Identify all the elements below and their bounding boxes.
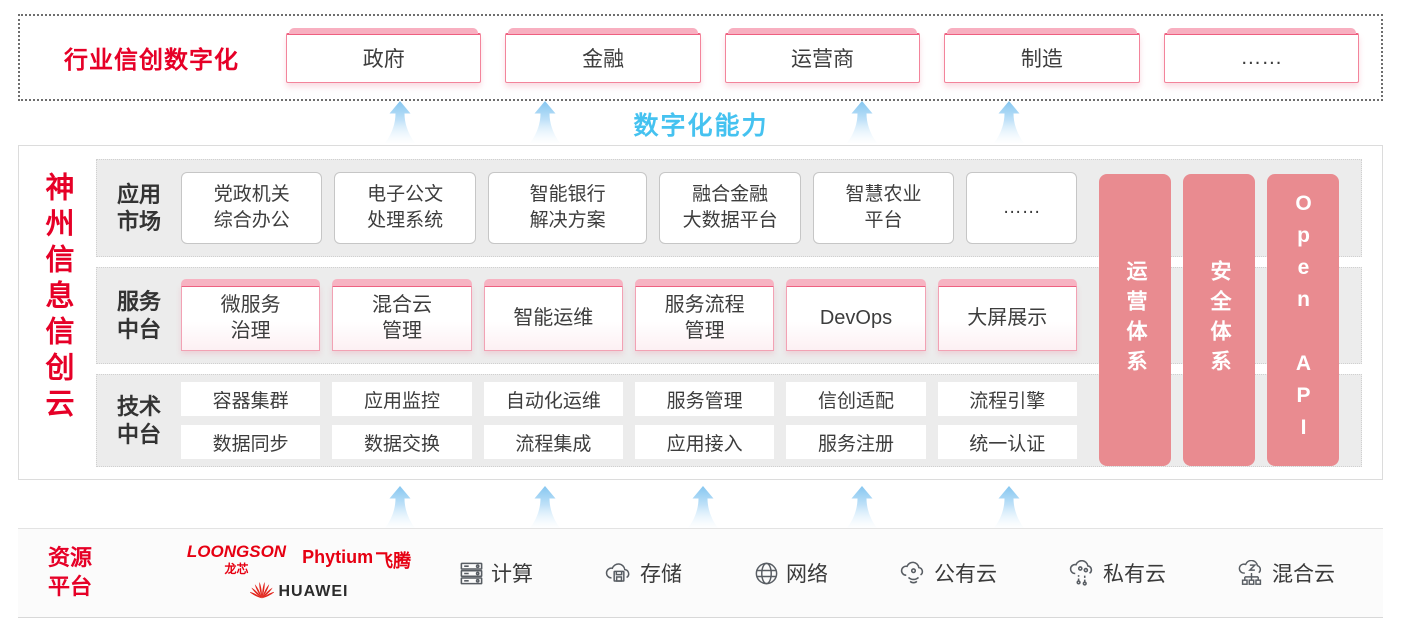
resource-item: 混合云 (1237, 558, 1335, 588)
tech-box: 信创适配 (786, 382, 926, 416)
service-box: 混合云管理 (332, 278, 472, 351)
up-arrow-icon (685, 486, 721, 528)
service-middle-boxes: 微服务治理 混合云管理 智能运维 服务流程管理 DevOps 大屏展示 (181, 278, 1078, 351)
pillar: 安全体系 (1183, 174, 1255, 466)
tech-box: 流程引擎 (937, 382, 1077, 416)
loongson-chinese: 龙芯 (224, 561, 249, 576)
app-market-label: 应用市场 (116, 181, 161, 235)
private-cloud-icon (1068, 559, 1097, 587)
industry-label: 政府 (362, 48, 405, 71)
tech-grid: 容器集群 应用监控 自动化运维 服务管理 信创适配 流程引擎 数据同步 数据交换 (181, 382, 1077, 459)
up-arrow-icon (382, 101, 418, 143)
up-arrow-icon (844, 101, 880, 143)
huawei-wordmark: HUAWEI (278, 583, 349, 600)
app-box: …… (966, 172, 1077, 244)
service-box: 微服务治理 (181, 278, 321, 351)
tech-box: 容器集群 (181, 382, 321, 416)
app-box: 电子公文处理系统 (334, 172, 476, 244)
resource-item: 公有云 (899, 558, 997, 588)
resource-item-label: 私有云 (1103, 563, 1166, 586)
hybrid-cloud-icon (1237, 559, 1266, 587)
resource-item: 存储 (604, 558, 682, 588)
industry-box: …… (1163, 27, 1360, 83)
app-box: 智能银行解决方案 (487, 172, 648, 244)
up-arrow-icon (991, 486, 1027, 528)
tech-grid-top-line: 容器集群 应用监控 自动化运维 服务管理 信创适配 流程引擎 (181, 382, 1077, 416)
tech-box: 流程集成 (483, 425, 623, 459)
tech-box: 服务注册 (786, 425, 926, 459)
pillar-label: 运营体系 (1124, 260, 1147, 380)
pillar: Open API (1267, 174, 1339, 466)
tech-box: 统一认证 (937, 425, 1077, 459)
resource-item-label: 计算 (491, 563, 533, 586)
huawei-flower-icon (248, 580, 275, 605)
up-arrow-icon (844, 486, 880, 528)
tech-box: 应用接入 (634, 425, 775, 459)
service-box: 服务流程管理 (634, 278, 775, 351)
service-box: 大屏展示 (937, 278, 1078, 351)
industry-label: …… (1240, 46, 1283, 69)
up-arrow-icon (527, 101, 563, 143)
app-box: 智慧农业平台 (812, 172, 955, 244)
bottom-arrow-band (0, 486, 1402, 528)
resource-item-label: 网络 (786, 563, 828, 586)
pillar-label: Open API (1292, 192, 1315, 448)
resource-item: 网络 (753, 558, 828, 588)
app-market-boxes: 党政机关综合办公 电子公文处理系统 智能银行解决方案 融合金融大数据平台 智慧农… (181, 172, 1077, 244)
tech-box: 自动化运维 (483, 382, 623, 416)
tech-box: 服务管理 (634, 382, 775, 416)
digital-capability-label: 数字化能力 (633, 112, 769, 140)
resource-item: 计算 (458, 558, 533, 588)
platform-title: 神州信息信创云 (41, 172, 73, 424)
huawei-logo: HUAWEI (248, 580, 349, 605)
resource-item-label: 存储 (640, 563, 682, 586)
service-middle-label: 服务中台 (116, 289, 161, 342)
tech-middle-label: 技术中台 (116, 394, 161, 447)
resource-item-label: 公有云 (934, 563, 997, 586)
phytium-wordmark: Phytium (302, 546, 374, 567)
industry-label: 金融 (582, 48, 625, 71)
resource-item: 私有云 (1068, 558, 1166, 588)
phytium-chinese: 飞腾 (375, 550, 412, 571)
industry-label: 制造 (1020, 48, 1063, 71)
service-box: DevOps (786, 278, 926, 351)
industry-list: 政府 金融 运营商 制造 …… (286, 27, 1360, 83)
app-box: 党政机关综合办公 (181, 172, 323, 244)
up-arrow-icon (382, 486, 418, 528)
top-arrow-band (0, 101, 1402, 143)
tech-box: 数据同步 (181, 425, 321, 459)
industry-box: 制造 (944, 27, 1140, 83)
industry-box: 运营商 (724, 27, 921, 83)
resource-platform-label: 资源平台 (48, 545, 93, 599)
storage-icon (604, 560, 634, 586)
loongson-logo: LOONGSON 龙芯 (187, 542, 286, 577)
tech-box: 数据交换 (332, 425, 472, 459)
network-icon (753, 560, 780, 587)
industry-box: 金融 (505, 27, 701, 83)
pillar-list: 运营体系 安全体系 Open API (1099, 174, 1339, 466)
tech-grid-bottom-line: 数据同步 数据交换 流程集成 应用接入 服务注册 统一认证 (181, 425, 1077, 459)
resource-item-list: 计算 存储 网络 公有云 私有云 混合云 (458, 558, 1335, 588)
server-icon (458, 560, 485, 587)
industry-box: 政府 (286, 27, 482, 83)
loongson-wordmark: LOONGSON (186, 541, 287, 561)
pillar-label: 安全体系 (1208, 260, 1231, 380)
industry-band-title: 行业信创数字化 (64, 47, 239, 74)
up-arrow-icon (991, 101, 1027, 143)
industry-label: 运营商 (791, 48, 855, 71)
industry-digitalization-band: 行业信创数字化 政府 金融 运营商 制造 …… (18, 14, 1383, 101)
app-box: 融合金融大数据平台 (659, 172, 801, 244)
service-box: 智能运维 (483, 278, 624, 351)
xinchuang-cloud-panel: 神州信息信创云 应用市场 党政机关综合办公 电子公文处理系统 智能银行解决方案 … (18, 145, 1383, 480)
tech-box: 应用监控 (332, 382, 472, 416)
up-arrow-icon (527, 486, 563, 528)
resource-item-label: 混合云 (1272, 563, 1335, 586)
public-cloud-icon (899, 560, 928, 587)
pillar: 运营体系 (1099, 174, 1171, 466)
